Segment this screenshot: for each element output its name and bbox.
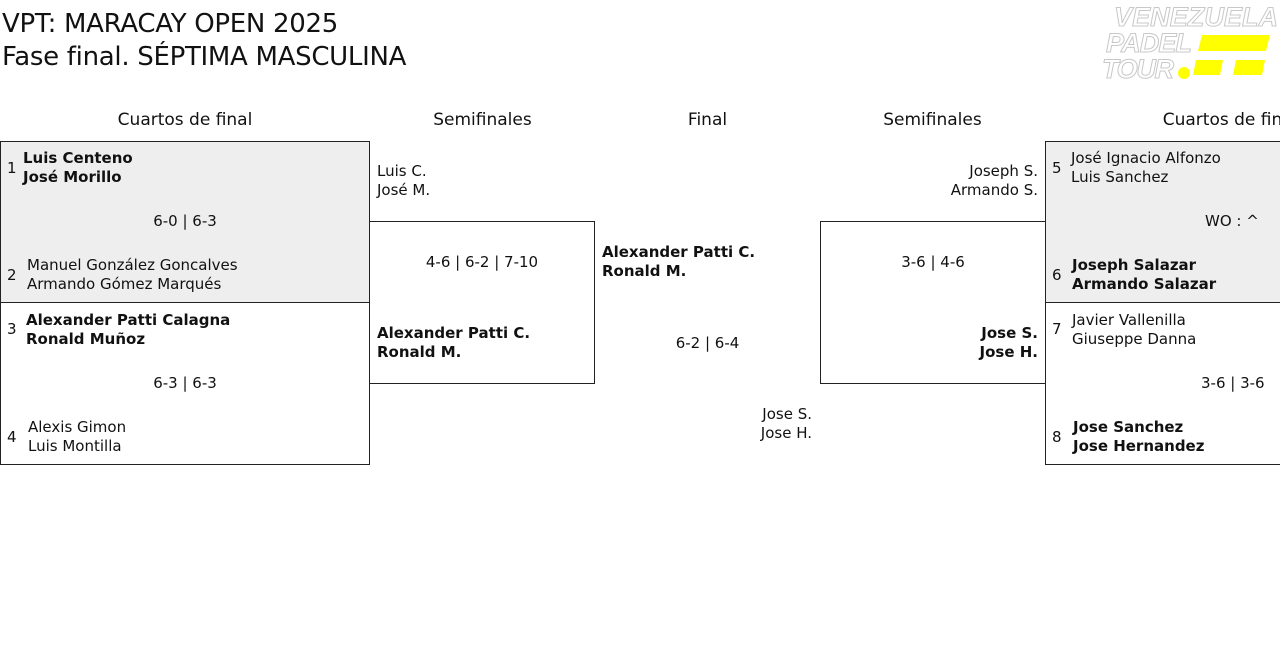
match-score: 3-6 | 4-6 bbox=[901, 253, 965, 271]
player-name: Ronald M. bbox=[602, 262, 687, 280]
player-name: Luis Montilla bbox=[28, 437, 122, 455]
player-name: Jose Sanchez bbox=[1073, 418, 1184, 436]
player-name: Alexander Patti C. bbox=[602, 243, 756, 261]
team-qf3-b: Joseph Salazar Armando Salazar bbox=[1072, 256, 1216, 294]
player-name: Jose H. bbox=[760, 424, 812, 442]
team-qf1-a: Luis Centeno José Morillo bbox=[23, 149, 133, 187]
player-name: José Morillo bbox=[23, 168, 122, 186]
player-name: Jose H. bbox=[979, 343, 1038, 361]
match-qf1 bbox=[0, 141, 370, 303]
player-name: Armando S. bbox=[950, 181, 1038, 199]
round-header-final: Final bbox=[687, 110, 728, 130]
player-name: Armando Gómez Marqués bbox=[27, 275, 222, 293]
player-name: Armando Salazar bbox=[1072, 275, 1217, 293]
player-name: Luis Sanchez bbox=[1071, 168, 1169, 186]
page-title: VPT: MARACAY OPEN 2025 bbox=[2, 9, 338, 39]
team-sf-right-a: Joseph S. Armando S. bbox=[820, 162, 1038, 200]
team-final-a: Alexander Patti C. Ronald M. bbox=[602, 243, 755, 281]
player-name: Joseph Salazar bbox=[1072, 256, 1197, 274]
match-qf4 bbox=[1045, 302, 1280, 465]
page-subtitle: Fase final. SÉPTIMA MASCULINA bbox=[2, 42, 407, 72]
round-header-sf-right: Semifinales bbox=[883, 110, 982, 130]
player-name: Jose S. bbox=[762, 405, 812, 423]
team-qf2-b: Alexis Gimon Luis Montilla bbox=[28, 418, 126, 456]
player-name: Joseph S. bbox=[969, 162, 1038, 180]
team-sf-left-b: Alexander Patti C. Ronald M. bbox=[377, 324, 530, 362]
match-qf3 bbox=[1045, 141, 1280, 303]
match-sf-left bbox=[369, 221, 595, 384]
team-qf4-b: Jose Sanchez Jose Hernandez bbox=[1073, 418, 1204, 456]
player-name: Jose S. bbox=[981, 324, 1038, 342]
round-header-qf-right: Cuartos de fin bbox=[1162, 110, 1280, 130]
logo-line-3: TOUR bbox=[1102, 54, 1175, 82]
match-score: 4-6 | 6-2 | 7-10 bbox=[425, 253, 539, 271]
player-name: Ronald M. bbox=[377, 343, 462, 361]
team-final-b: Jose S. Jose H. bbox=[700, 405, 812, 443]
player-name: Alexander Patti C. bbox=[377, 324, 531, 342]
seed-number: 7 bbox=[1052, 320, 1062, 338]
player-name: Jose Hernandez bbox=[1073, 437, 1205, 455]
player-name: Alexander Patti Calagna bbox=[26, 311, 231, 329]
seed-number: 8 bbox=[1052, 428, 1062, 446]
player-name: Alexis Gimon bbox=[28, 418, 127, 436]
logo-line-1: VENEZUELA bbox=[1114, 2, 1278, 32]
round-header-qf-left: Cuartos de final bbox=[117, 110, 253, 130]
round-header-sf-left: Semifinales bbox=[433, 110, 532, 130]
seed-number: 2 bbox=[7, 266, 17, 284]
player-name: Javier Vallenilla bbox=[1072, 311, 1186, 329]
player-name: Manuel González Goncalves bbox=[27, 256, 238, 274]
player-name: Luis C. bbox=[377, 162, 427, 180]
match-score: 6-0 | 6-3 bbox=[153, 212, 217, 230]
match-score: 6-3 | 6-3 bbox=[153, 374, 217, 392]
team-qf4-a: Javier Vallenilla Giuseppe Danna bbox=[1072, 311, 1196, 349]
seed-number: 4 bbox=[7, 428, 17, 446]
player-name: José Ignacio Alfonzo bbox=[1071, 149, 1221, 167]
team-qf1-b: Manuel González Goncalves Armando Gómez … bbox=[27, 256, 238, 294]
seed-number: 1 bbox=[7, 159, 17, 177]
player-name: Ronald Muñoz bbox=[26, 330, 146, 348]
seed-number: 6 bbox=[1052, 266, 1062, 284]
team-qf3-a: José Ignacio Alfonzo Luis Sanchez bbox=[1071, 149, 1221, 187]
team-sf-left-a: Luis C. José M. bbox=[377, 162, 430, 200]
player-name: Giuseppe Danna bbox=[1072, 330, 1197, 348]
seed-number: 3 bbox=[7, 320, 17, 338]
player-name: Luis Centeno bbox=[23, 149, 133, 167]
match-score: 3-6 | 3-6 bbox=[1201, 374, 1265, 392]
seed-number: 5 bbox=[1052, 159, 1062, 177]
player-name: José M. bbox=[377, 181, 431, 199]
team-qf2-a: Alexander Patti Calagna Ronald Muñoz bbox=[26, 311, 230, 349]
team-sf-right-b: Jose S. Jose H. bbox=[820, 324, 1038, 362]
match-score: WO : ^ bbox=[1205, 212, 1259, 230]
match-score: 6-2 | 6-4 bbox=[675, 334, 740, 352]
logo-line-2: PADEL bbox=[1106, 28, 1192, 58]
venezuela-padel-tour-logo: VENEZUELA PADEL TOUR bbox=[1102, 2, 1279, 82]
